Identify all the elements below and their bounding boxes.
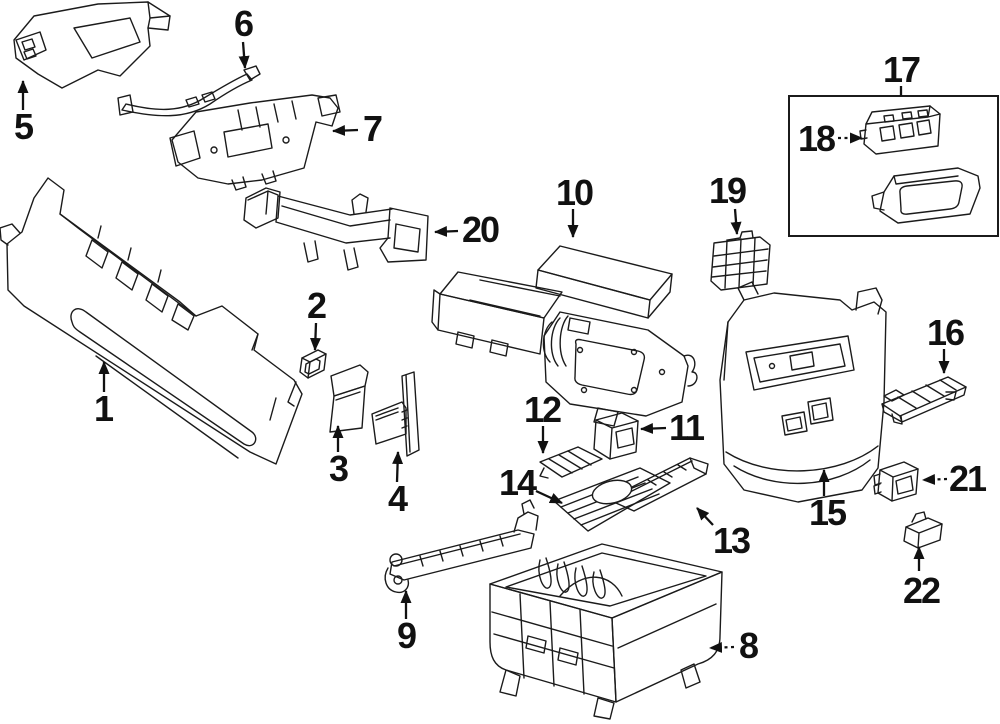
callout-20-label: 20	[462, 209, 499, 250]
callout-14-arrow	[535, 489, 563, 505]
part-sketch-insert-box	[593, 412, 639, 460]
callout-19-label: 19	[709, 170, 746, 211]
part-sketch-small-switch	[873, 461, 919, 502]
callout-7-label: 7	[363, 108, 382, 149]
callout-11-label: 11	[669, 407, 705, 448]
part-sketch-slide-rail	[384, 499, 539, 594]
callout-3-label: 3	[329, 448, 348, 489]
callout-2-arrow	[309, 322, 321, 351]
callout-10-label: 10	[556, 172, 593, 213]
callout-18: 18	[798, 118, 863, 159]
callout-9-label: 9	[397, 615, 416, 656]
callout-21: 21	[922, 458, 989, 499]
callout-16: 16	[927, 312, 966, 374]
callout-4-label: 4	[388, 478, 408, 519]
callout-16-label: 16	[927, 312, 964, 353]
callout-20: 20	[434, 209, 501, 250]
callout-19-arrow	[730, 208, 742, 235]
callout-7-arrow	[332, 125, 359, 137]
callout-8: 8	[709, 625, 760, 666]
callout-11: 11	[640, 407, 707, 448]
callout-10: 10	[556, 172, 595, 238]
callout-7: 7	[332, 108, 384, 149]
callout-3: 3	[329, 425, 350, 489]
callout-15: 15	[809, 469, 849, 533]
part-group-box-17	[788, 95, 999, 237]
part-sketch-slatted-tray	[881, 376, 967, 425]
part-sketch-upper-cover	[13, 1, 171, 89]
callout-17: 17	[883, 49, 922, 96]
callout-15-label: 15	[809, 492, 847, 533]
callout-5: 5	[14, 80, 36, 147]
part-sketch-rear-panel	[719, 281, 887, 503]
callout-8-arrow	[709, 642, 735, 653]
part-sketch-l-bracket	[371, 371, 420, 457]
callout-14: 14	[499, 462, 563, 505]
part-sketch-console-body	[0, 177, 303, 465]
callout-6-label: 6	[234, 3, 253, 44]
part-sketch-small-mat	[539, 446, 603, 479]
part-sketch-duct	[243, 187, 429, 271]
part-sketch-large-mat	[553, 467, 671, 532]
callout-8-label: 8	[739, 625, 758, 666]
part-sketch-armrest-assembly	[431, 245, 698, 427]
callout-1: 1	[94, 361, 116, 429]
callout-19: 19	[709, 170, 748, 235]
callout-6: 6	[234, 3, 255, 69]
callout-4-arrow	[392, 451, 404, 483]
callout-22-label: 22	[903, 570, 940, 611]
callout-21-arrow	[922, 474, 948, 485]
callout-18-label: 18	[798, 118, 835, 159]
callout-13-arrow	[696, 507, 714, 526]
callout-13-label: 13	[713, 520, 750, 561]
callout-5-label: 5	[14, 106, 34, 147]
part-sketch-cap	[903, 511, 943, 549]
part-sketch-grid-bracket	[710, 230, 771, 291]
callout-11-arrow	[640, 423, 667, 435]
callout-4: 4	[388, 451, 410, 519]
part-sketch-switch-bezel	[871, 167, 981, 224]
callout-2-label: 2	[307, 285, 326, 326]
part-sketch-curved-bracket	[117, 65, 261, 117]
part-sketch-small-panel	[329, 364, 369, 433]
part-sketch-switch-cluster	[859, 105, 941, 155]
callout-9: 9	[397, 590, 418, 656]
callout-12: 12	[524, 389, 563, 454]
part-sketch-storage-bin	[489, 543, 723, 720]
callout-21-label: 21	[949, 458, 987, 499]
callout-13: 13	[696, 507, 752, 561]
callout-22: 22	[903, 546, 942, 611]
callout-6-arrow	[238, 41, 250, 69]
callout-12-label: 12	[524, 389, 561, 430]
callout-1-label: 1	[94, 388, 114, 429]
callout-14-label: 14	[499, 462, 537, 503]
callout-17-label: 17	[883, 49, 920, 90]
callout-2: 2	[307, 285, 328, 351]
callout-20-arrow	[434, 225, 459, 237]
part-sketch-clip	[299, 349, 327, 379]
part-sketch-reinforcement-bracket	[169, 94, 341, 191]
